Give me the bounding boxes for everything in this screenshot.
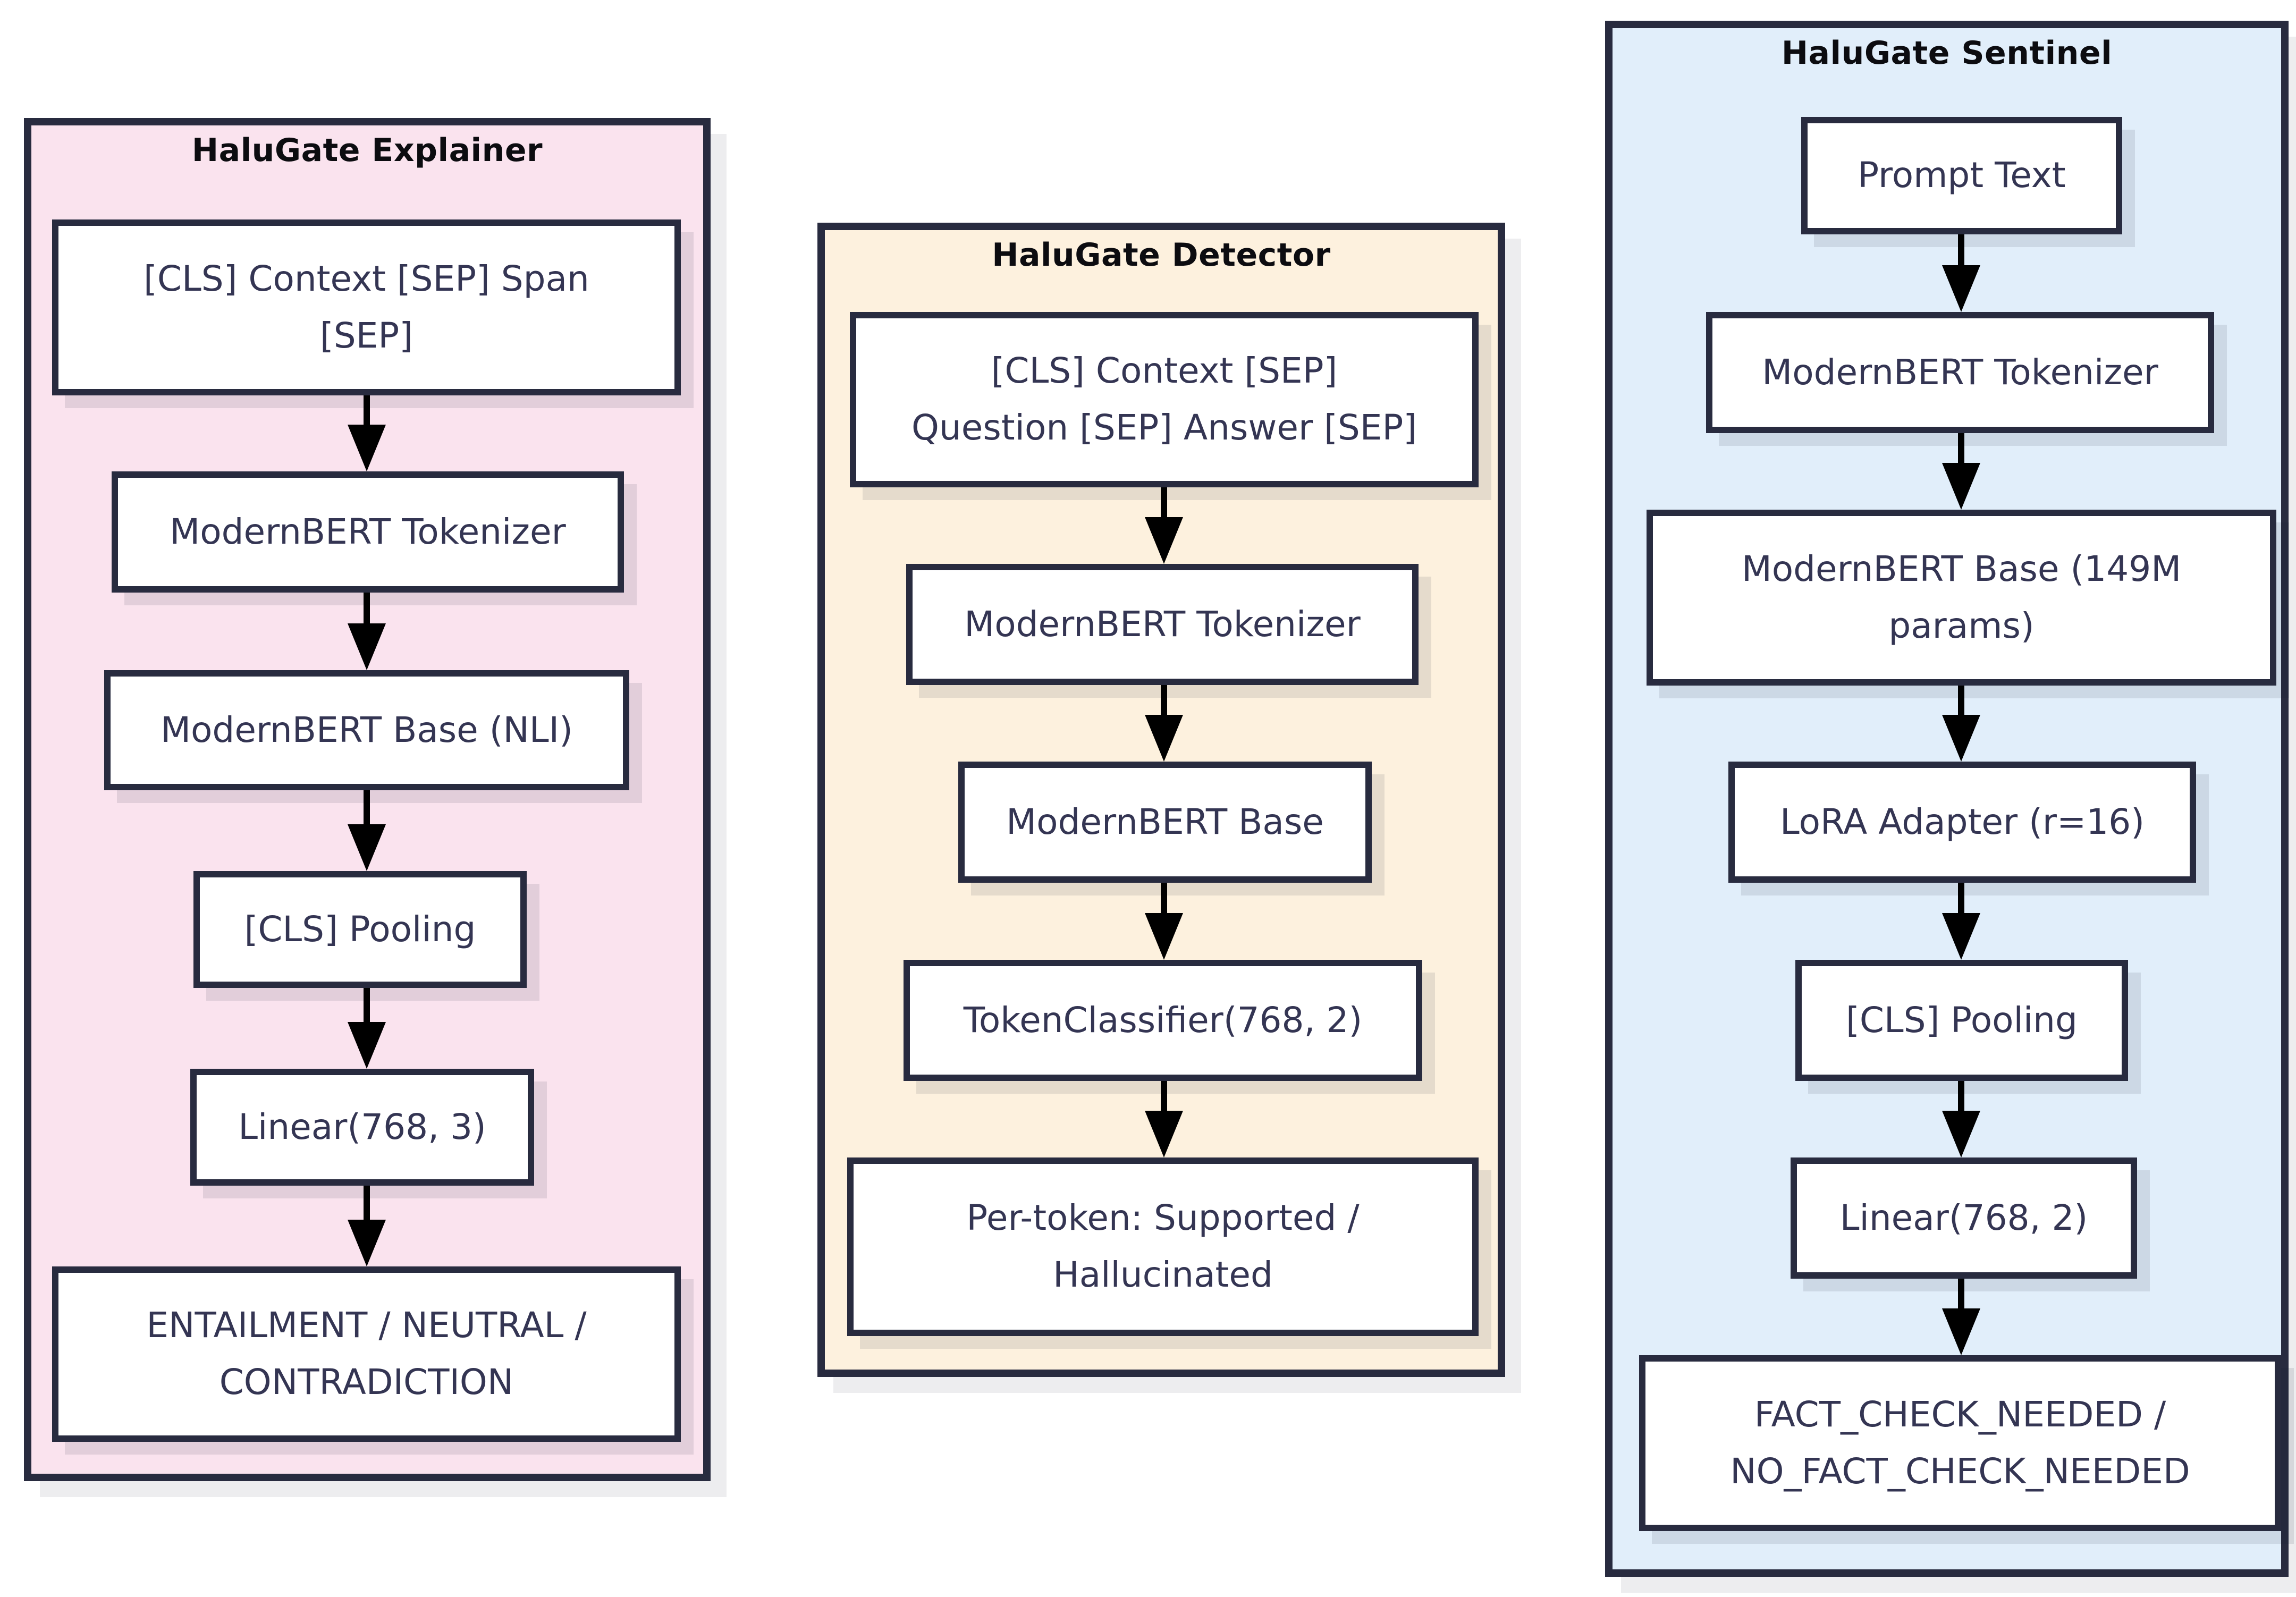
arrow-down-icon — [1145, 883, 1183, 960]
node-tokenizer-sentinel: ModernBERT Tokenizer — [1706, 312, 2214, 433]
node-linear-768-3: Linear(768, 3) — [190, 1069, 534, 1186]
arrow-down-icon — [1942, 433, 1980, 510]
arrow-line — [364, 593, 370, 623]
node-tokenizer-explainer: ModernBERT Tokenizer — [112, 471, 624, 593]
node-lora-adapter: LoRA Adapter (r=16) — [1728, 762, 2196, 883]
arrow-down-icon — [348, 790, 386, 871]
arrow-line — [1161, 1081, 1167, 1111]
arrow-line — [1161, 685, 1167, 715]
arrow-head — [348, 623, 386, 670]
arrow-head — [1942, 1111, 1980, 1157]
arrow-line — [1958, 686, 1964, 715]
arrow-head — [1942, 463, 1980, 510]
node-prompt-text: Prompt Text — [1801, 117, 2122, 234]
arrow-head — [1145, 1111, 1183, 1157]
arrow-line — [364, 395, 370, 425]
arrow-head — [1942, 265, 1980, 312]
arrow-down-icon — [1145, 1081, 1183, 1157]
arrow-line — [364, 790, 370, 824]
arrow-line — [1958, 883, 1964, 913]
arrow-head — [348, 425, 386, 471]
node-nli-output: ENTAILMENT / NEUTRAL / CONTRADICTION — [52, 1266, 681, 1442]
arrow-line — [1958, 234, 1964, 265]
node-linear-768-2: Linear(768, 2) — [1791, 1157, 2137, 1279]
node-detector-output: Per-token: Supported / Hallucinated — [847, 1157, 1479, 1336]
arrow-head — [1942, 1308, 1980, 1355]
node-sentinel-output: FACT_CHECK_NEEDED / NO_FACT_CHECK_NEEDED — [1639, 1355, 2281, 1531]
arrow-head — [348, 1022, 386, 1069]
arrow-down-icon — [1942, 883, 1980, 960]
group-title-detector: HaluGate Detector — [992, 236, 1331, 274]
group-title-explainer: HaluGate Explainer — [191, 132, 543, 169]
arrow-down-icon — [1942, 234, 1980, 312]
node-tokenizer-detector: ModernBERT Tokenizer — [906, 564, 1419, 685]
arrow-line — [1161, 487, 1167, 517]
arrow-line — [1958, 1081, 1964, 1111]
arrow-head — [1942, 715, 1980, 762]
arrow-down-icon — [348, 593, 386, 670]
arrow-down-icon — [1145, 487, 1183, 564]
node-modernbert-base: ModernBERT Base — [958, 762, 1372, 883]
node-detector-input: [CLS] Context [SEP] Question [SEP] Answe… — [850, 312, 1479, 487]
arrow-line — [364, 988, 370, 1022]
arrow-down-icon — [1942, 1081, 1980, 1157]
arrow-down-icon — [1942, 1279, 1980, 1355]
arrow-down-icon — [1145, 685, 1183, 762]
node-cls-pooling-explainer: [CLS] Pooling — [193, 871, 527, 988]
arrow-head — [1145, 517, 1183, 564]
node-cls-pooling-sentinel: [CLS] Pooling — [1795, 960, 2128, 1081]
arrow-head — [348, 824, 386, 871]
arrow-line — [1958, 1279, 1964, 1308]
arrow-down-icon — [348, 988, 386, 1069]
arrow-head — [1145, 715, 1183, 762]
arrow-head — [1145, 913, 1183, 960]
arrow-down-icon — [348, 1186, 386, 1266]
arrow-down-icon — [348, 395, 386, 471]
node-nli-input: [CLS] Context [SEP] Span [SEP] — [52, 219, 681, 395]
arrow-head — [348, 1220, 386, 1266]
node-modernbert-base-149m: ModernBERT Base (149M params) — [1647, 510, 2276, 686]
arrow-down-icon — [1942, 686, 1980, 762]
arrow-line — [364, 1186, 370, 1220]
arrow-head — [1942, 913, 1980, 960]
node-modernbert-base-nli: ModernBERT Base (NLI) — [104, 670, 629, 790]
group-title-sentinel: HaluGate Sentinel — [1781, 35, 2113, 72]
node-token-classifier: TokenClassifier(768, 2) — [904, 960, 1422, 1081]
arrow-line — [1161, 883, 1167, 913]
arrow-line — [1958, 433, 1964, 463]
